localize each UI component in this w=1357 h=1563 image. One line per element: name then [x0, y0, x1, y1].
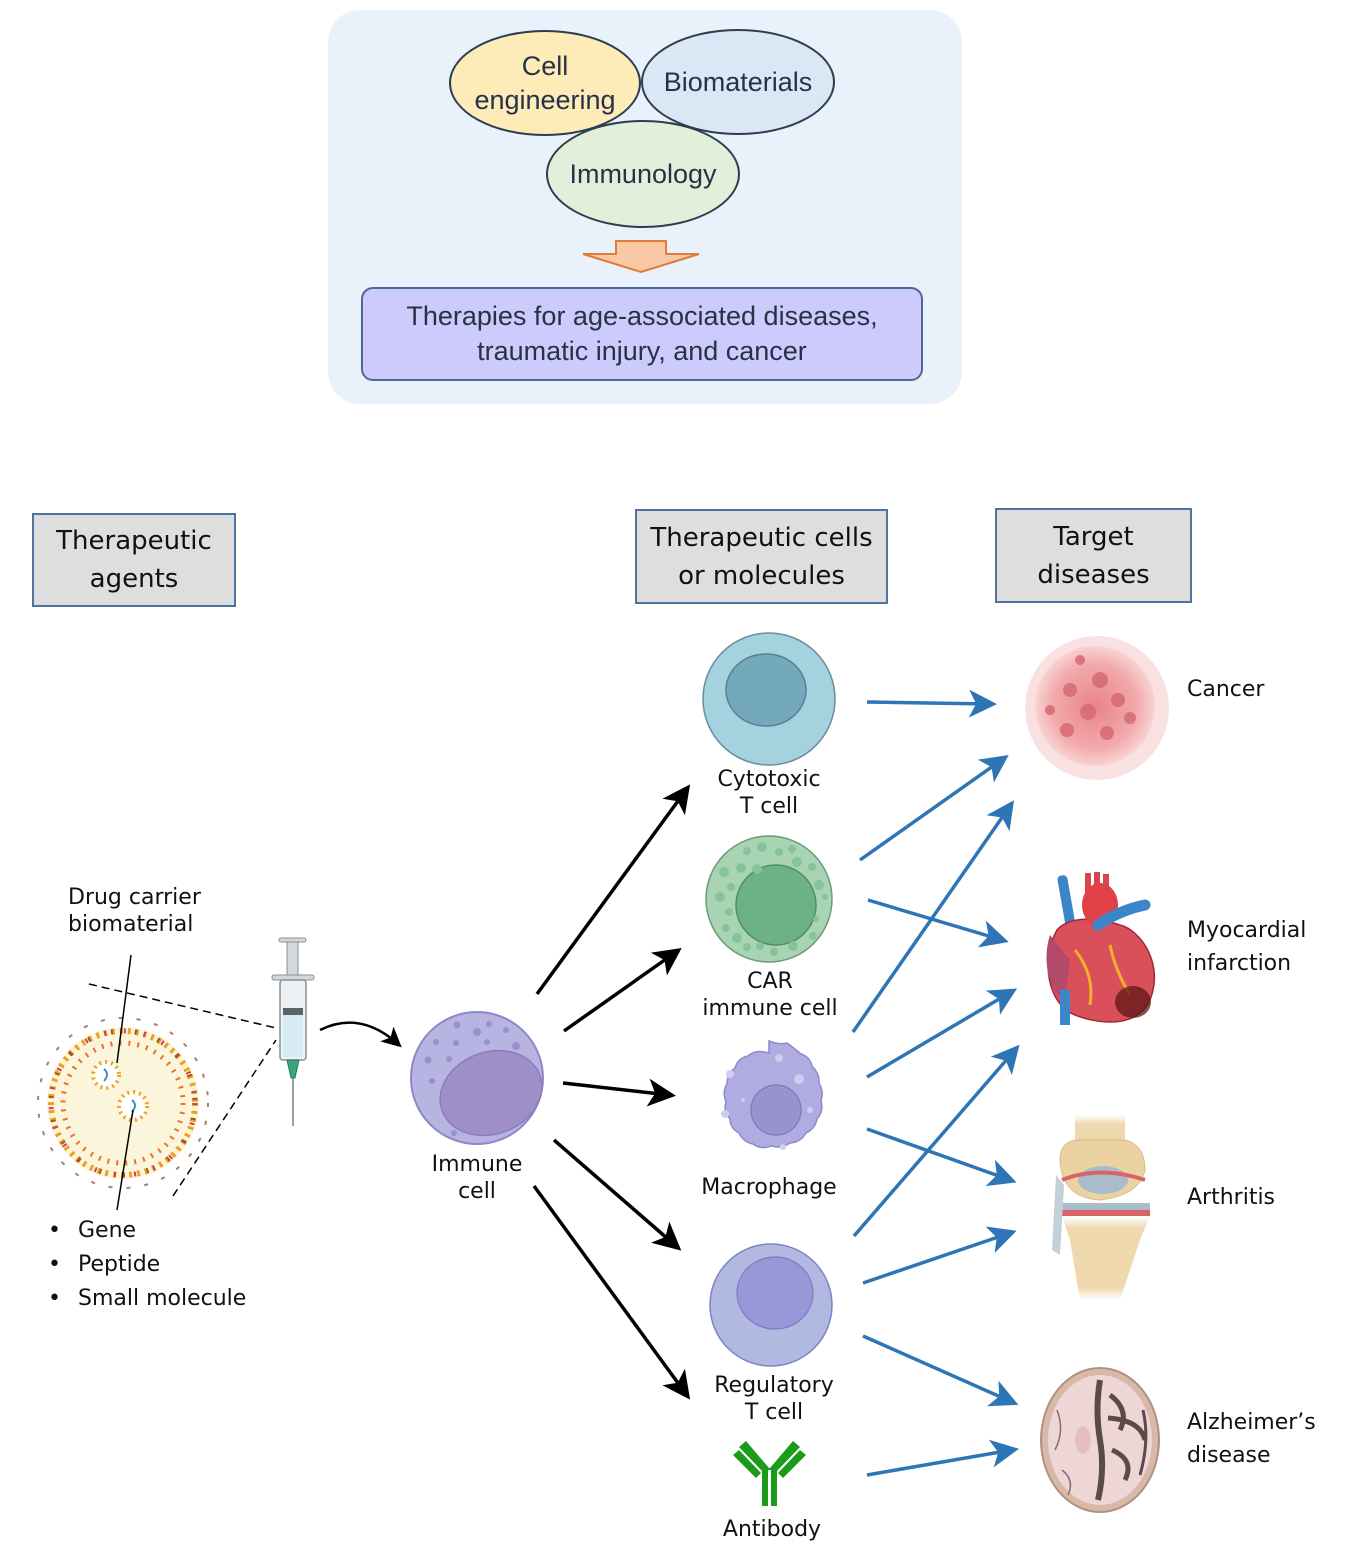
cell-engineering-label-1: Cell [521, 51, 569, 81]
heart-icon [1046, 872, 1156, 1025]
antibody-line-1: Antibody [722, 1517, 822, 1542]
immune-cell-icon [410, 1011, 544, 1145]
cytotoxic-t-cell-label: Cytotoxic T cell [699, 766, 839, 820]
drug-carrier-line-1: Drug carrier [68, 885, 201, 910]
immunology-label: Immunology [569, 159, 717, 189]
link-arrow-treg-to-mi [852, 1044, 1020, 1238]
header-target-diseases: Target diseases [995, 508, 1192, 603]
header-agents-line-2: agents [89, 564, 179, 594]
disease-link-arrows [851, 689, 1020, 1477]
flow-arrows [532, 784, 691, 1400]
immune-cell-label: Immune cell [417, 1151, 537, 1205]
immune-cell-line-1: Immune [431, 1152, 523, 1177]
regulatory-t-cell-label: Regulatory T cell [694, 1372, 854, 1426]
therapies-line-2: traumatic injury, and cancer [477, 336, 807, 366]
arthritis-label: Arthritis [1187, 1184, 1275, 1211]
cytotoxic-t-cell-icon [702, 632, 836, 766]
link-arrow-antibody-to-alzheimers [866, 1439, 1019, 1477]
arrow-to-cytotoxic [535, 784, 691, 996]
car-line-1: CAR [747, 969, 793, 994]
alzheimers-line-1: Alzheimer’s [1187, 1410, 1316, 1435]
tumor-icon [1025, 636, 1169, 780]
cell-engineering-ellipse: Cell engineering [449, 30, 641, 136]
car-immune-cell-label: CAR immune cell [690, 968, 850, 1022]
arthritis-line-1: Arthritis [1187, 1185, 1276, 1210]
alzheimers-label: Alzheimer’s disease [1187, 1406, 1316, 1472]
mi-line-2: infarction [1187, 951, 1292, 976]
cancer-line-1: Cancer [1187, 677, 1265, 702]
myocardial-infarction-label: Myocardial infarction [1187, 914, 1306, 980]
cargo-item: Small molecule [48, 1282, 246, 1316]
header-targets-line-2: diseases [1037, 559, 1150, 590]
link-arrow-car-to-cancer [858, 754, 1009, 862]
link-arrow-macrophage-to-cancer [851, 800, 1014, 1033]
antibody-icon [733, 1441, 806, 1506]
link-arrow-macrophage-to-mi [866, 988, 1018, 1079]
zoom-dashed-line-top [88, 983, 277, 1029]
cytotoxic-line-2: T cell [739, 794, 799, 819]
zoom-dashed-line-bottom [172, 1039, 277, 1197]
header-cells-line-2: or molecules [678, 560, 845, 591]
link-arrow-car-to-mi [867, 898, 1009, 948]
cargo-item: Peptide [48, 1248, 246, 1282]
cytotoxic-line-1: Cytotoxic [717, 767, 821, 792]
macrophage-icon [721, 1039, 823, 1150]
brain-icon [1040, 1367, 1160, 1513]
cargo-pointer-line [116, 1109, 134, 1211]
link-arrow-macrophage-to-arthritis [866, 1127, 1017, 1187]
arrow-to-macrophage [562, 1078, 676, 1107]
car-immune-cell-icon [705, 835, 833, 963]
cargo-item: Gene [48, 1214, 246, 1248]
link-arrow-treg-to-alzheimers [862, 1334, 1019, 1407]
alzheimers-line-2: disease [1187, 1443, 1271, 1468]
header-cells-line-1: Therapeutic cells [650, 522, 873, 553]
macrophage-line-1: Macrophage [701, 1175, 837, 1200]
liposome-icon [37, 1017, 209, 1189]
arrow-to-treg [552, 1138, 682, 1251]
treg-line-1: Regulatory [714, 1373, 834, 1398]
biomaterials-label: Biomaterials [663, 67, 813, 97]
header-targets-line-1: Target [1053, 521, 1134, 552]
curved-arrow [319, 1021, 402, 1048]
arrow-to-car [562, 947, 682, 1033]
arrow-to-antibody [532, 1184, 691, 1400]
syringe-icon [271, 937, 315, 1126]
cancer-label: Cancer [1187, 676, 1264, 703]
cargo-list: Gene Peptide Small molecule [48, 1214, 246, 1316]
link-arrow-cytotoxic-to-cancer [866, 689, 997, 718]
therapies-line-1: Therapies for age-associated diseases, [406, 301, 878, 331]
regulatory-t-cell-icon [709, 1243, 833, 1367]
drug-carrier-line-2: biomaterial [68, 912, 194, 937]
mi-line-1: Myocardial [1187, 918, 1307, 943]
cell-engineering-label-2: engineering [474, 85, 616, 115]
carrier-pointer-line [116, 954, 132, 1064]
header-therapeutic-cells: Therapeutic cells or molecules [635, 509, 888, 604]
header-agents-line-1: Therapeutic [56, 526, 212, 556]
immunology-ellipse: Immunology [546, 120, 740, 228]
antibody-label: Antibody [692, 1516, 852, 1543]
header-therapeutic-agents: Therapeutic agents [32, 513, 236, 607]
car-line-2: immune cell [702, 996, 838, 1021]
immune-cell-line-2: cell [458, 1179, 496, 1204]
biomaterials-ellipse: Biomaterials [641, 29, 835, 135]
macrophage-label: Macrophage [689, 1174, 849, 1201]
treg-line-2: T cell [744, 1400, 804, 1425]
drug-carrier-label: Drug carrier biomaterial [68, 884, 201, 938]
link-arrow-treg-to-arthritis [862, 1226, 1017, 1285]
knee-joint-icon [1052, 1115, 1150, 1300]
therapies-box: Therapies for age-associated diseases, tr… [361, 287, 923, 381]
